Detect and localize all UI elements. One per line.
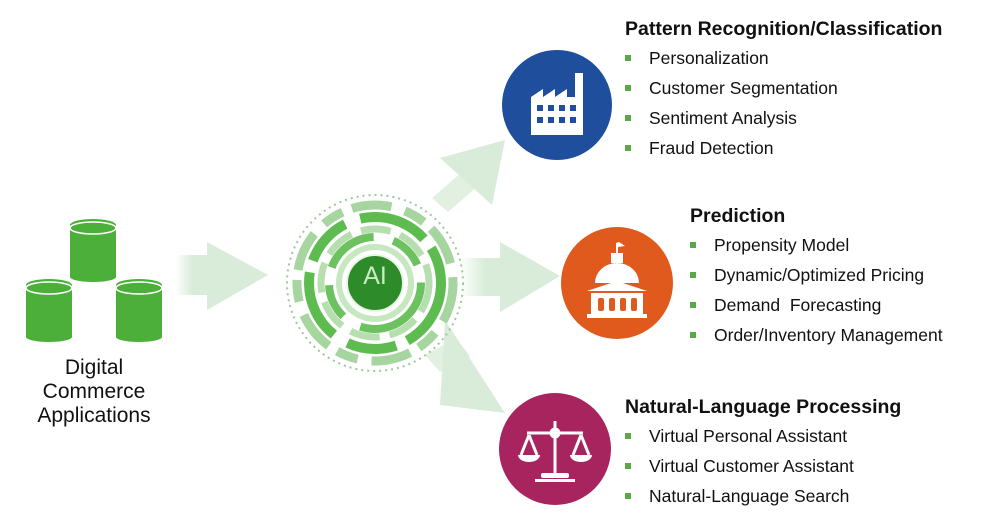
factory-icon bbox=[502, 50, 612, 160]
bullet-icon bbox=[625, 433, 631, 439]
list-item-text: Dynamic/Optimized Pricing bbox=[714, 265, 925, 285]
list-item: Virtual Personal Assistant bbox=[625, 421, 901, 451]
list-item: Sentiment Analysis bbox=[625, 103, 942, 133]
list-item: Propensity Model bbox=[690, 230, 943, 260]
source-label-line: Digital bbox=[64, 356, 124, 379]
arrow-source-to-hub bbox=[175, 242, 268, 310]
group-title: Prediction bbox=[690, 205, 786, 227]
ai-hub-graphic bbox=[286, 194, 464, 372]
list-item: Customer Segmentation bbox=[625, 73, 942, 103]
bullet-icon bbox=[625, 493, 631, 499]
bullet-icon bbox=[690, 242, 696, 248]
source-label-line: Commerce bbox=[42, 380, 146, 403]
bullet-icon bbox=[690, 302, 696, 308]
database-stack-icon bbox=[25, 219, 163, 342]
list-item: Dynamic/Optimized Pricing bbox=[690, 260, 943, 290]
list-item-text: Order/Inventory Management bbox=[714, 325, 943, 345]
list-item: Demand Forecasting bbox=[690, 290, 943, 320]
source-label: Digital Commerce Applications bbox=[14, 356, 174, 428]
bullet-icon bbox=[690, 272, 696, 278]
list-item: Personalization bbox=[625, 43, 942, 73]
list-item-text: Personalization bbox=[649, 48, 769, 68]
list-item-text: Sentiment Analysis bbox=[649, 108, 797, 128]
list-item: Natural-Language Search bbox=[625, 481, 901, 511]
arrow-hub-to-nlp bbox=[425, 320, 505, 413]
bullet-icon bbox=[625, 55, 631, 61]
arrow-hub-to-pattern bbox=[432, 140, 505, 212]
scales-of-justice-icon bbox=[499, 393, 611, 505]
list-item-text: Natural-Language Search bbox=[649, 486, 850, 506]
list-item-text: Propensity Model bbox=[714, 235, 850, 255]
list-item-text: Virtual Customer Assistant bbox=[649, 456, 854, 476]
arrow-hub-to-prediction bbox=[460, 242, 560, 312]
list-item: Order/Inventory Management bbox=[690, 320, 943, 350]
ai-hub-label: AI bbox=[363, 262, 387, 290]
group-title: Pattern Recognition/Classification bbox=[625, 18, 943, 40]
group-pattern-recognition: Pattern Recognition/Classification Perso… bbox=[625, 17, 942, 163]
group-natural-language-processing: Natural-Language Processing Virtual Pers… bbox=[625, 395, 901, 511]
bullet-icon bbox=[690, 332, 696, 338]
list-item-text: Customer Segmentation bbox=[649, 78, 838, 98]
capitol-building-icon bbox=[561, 227, 673, 339]
list-item-text: Fraud Detection bbox=[649, 138, 774, 158]
list-item-text: Demand Forecasting bbox=[714, 295, 882, 315]
bullet-icon bbox=[625, 145, 631, 151]
source-label-line: Applications bbox=[37, 404, 151, 427]
list-item: Fraud Detection bbox=[625, 133, 942, 163]
group-prediction: Prediction Propensity Model Dynamic/Opti… bbox=[690, 204, 943, 350]
bullet-icon bbox=[625, 463, 631, 469]
bullet-icon bbox=[625, 85, 631, 91]
list-item: Virtual Customer Assistant bbox=[625, 451, 901, 481]
bullet-icon bbox=[625, 115, 631, 121]
group-title: Natural-Language Processing bbox=[625, 396, 902, 418]
list-item-text: Virtual Personal Assistant bbox=[649, 426, 848, 446]
